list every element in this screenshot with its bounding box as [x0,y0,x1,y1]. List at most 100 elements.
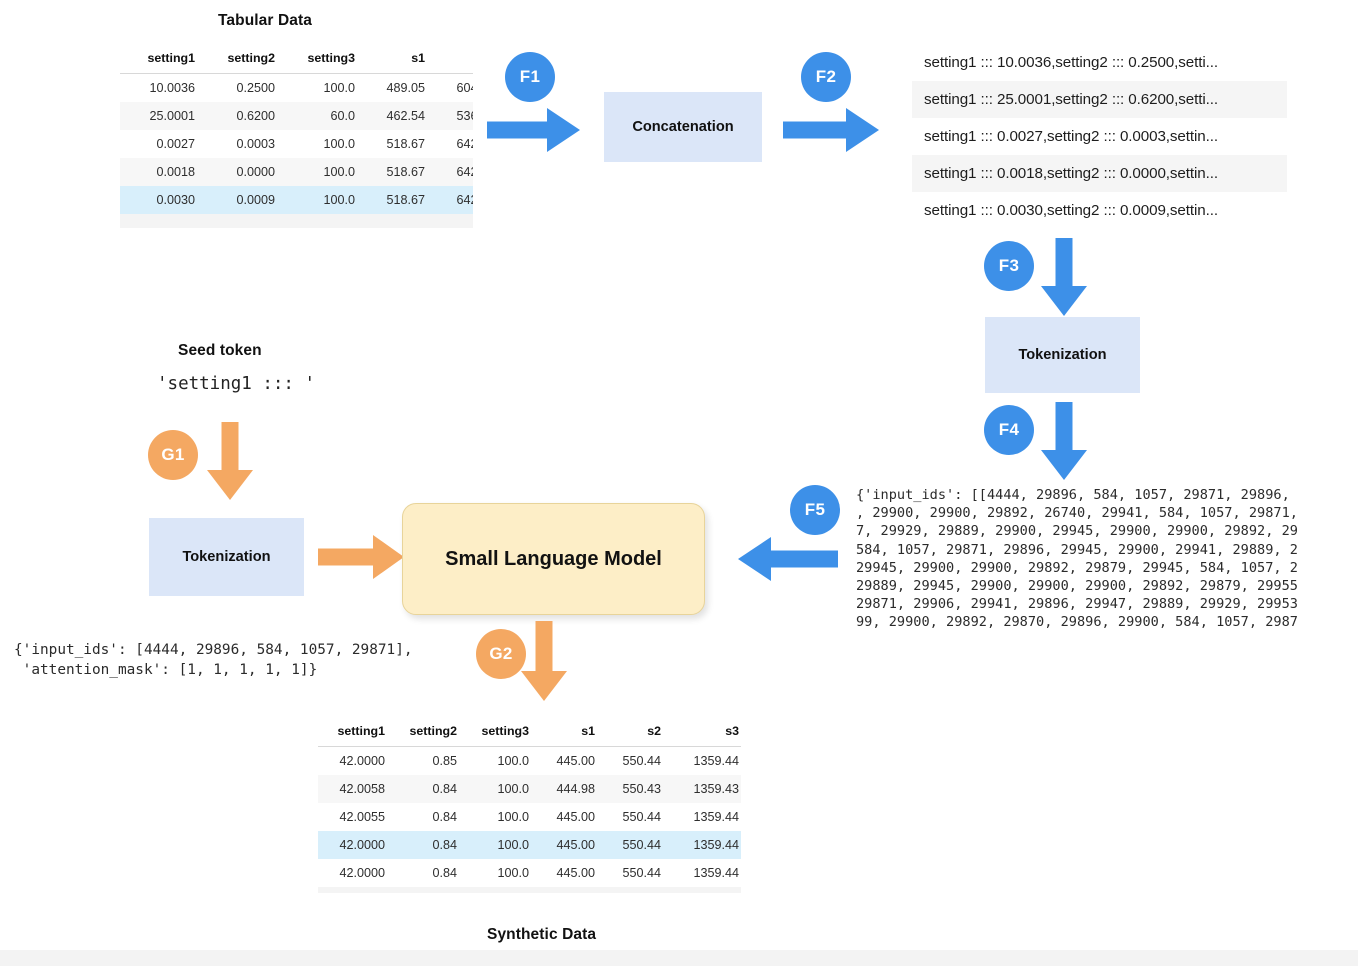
table-cell: 445.00 [556,810,595,824]
table-cell: 0.0027 [156,137,195,151]
table-cell: 42.0055 [339,810,385,824]
arrow-strings-to-tokenization [1041,238,1087,316]
table-cell: 100.0 [323,137,355,151]
tokenization-left-label: Tokenization [182,549,271,565]
table-cell: ... [538,887,604,893]
concatenated-string-row: setting1 ::: 25.0001,setting2 ::: 0.6200… [912,81,1287,118]
column-header-s3: s3 [670,718,741,747]
table-row-ellipsis: .................. [120,214,473,228]
badge-g2-label: G2 [489,644,513,663]
concatenation-box: Concatenation [604,92,762,162]
table-cell: 0.6200 [204,102,284,130]
table-cell: 445.00 [556,866,595,880]
table-row: 42.00000.84100.0445.00550.441359.441128.… [318,859,741,887]
table-cell: 642.12 [434,186,473,214]
table-cell: ... [120,214,204,228]
column-header-s1: s1 [538,718,604,747]
table-cell: 550.44 [604,831,670,859]
table-cell: 1359.44 [693,866,739,880]
table-cell: 100.0 [497,754,529,768]
badge-g2: G2 [476,629,526,679]
table-cell: 42.0058 [318,775,394,803]
badge-f4: F4 [984,405,1034,455]
table-cell: 42.0000 [339,754,385,768]
badge-f3: F3 [984,241,1034,291]
table-cell: ... [434,214,473,228]
table-cell: 100.0 [497,810,529,824]
table-cell: 1359.44 [693,810,739,824]
synthetic-data-caption: Synthetic Data [487,926,597,943]
table-cell: 462.54 [364,102,434,130]
table-cell: 0.84 [394,831,466,859]
tabular-data-caption: Tabular Data [218,12,312,29]
tokenization-box-left: Tokenization [149,518,304,596]
badge-f5-label: F5 [804,500,826,519]
table-cell: 0.0030 [120,186,204,214]
column-header-setting2: setting2 [394,718,466,747]
concatenation-label: Concatenation [632,119,734,135]
column-header-s2: s2 [604,718,670,747]
table-cell: 0.85 [432,754,457,768]
table-cell: 42.0000 [318,831,394,859]
badge-f1-label: F1 [519,67,541,86]
table-cell: 0.0009 [204,186,284,214]
table-cell: ... [466,887,538,893]
concatenated-string-row: setting1 ::: 10.0036,setting2 ::: 0.2500… [924,54,1218,71]
table-cell: 0.84 [432,810,457,824]
table-cell: ... [364,214,434,228]
column-header-setting3: setting3 [284,45,364,74]
table-cell: ... [604,887,670,893]
arrow-seed-to-tokenization [207,422,253,500]
arrow-tokenization-to-model [318,535,404,579]
table-cell: 10.0036 [149,81,195,95]
table-cell: 1359.44 [693,754,739,768]
table-cell: 518.67 [386,137,425,151]
tokenization-right-label: Tokenization [1018,347,1107,363]
table-row-ellipsis: ........................ [318,887,741,893]
table-cell: 0.84 [432,866,457,880]
table-cell: 518.67 [364,158,434,186]
table-cell: 0.84 [394,775,466,803]
table-cell: 604.77 [456,81,473,95]
arrow-model-to-synthetic [521,621,567,701]
column-header-s1: s1 [364,45,434,74]
table-cell: 100.0 [466,775,538,803]
synthetic-data-table: setting1setting2setting3s1s2s3s4s542.000… [318,718,741,893]
concatenated-strings-list: setting1 ::: 10.0036,setting2 ::: 0.2500… [912,44,1287,229]
table-cell: 550.44 [622,754,661,768]
seed-token-value: 'setting1 ::: ' [157,374,316,394]
table-cell: 42.0000 [339,866,385,880]
table-cell: 0.0003 [236,137,275,151]
table-row: 42.00000.85100.0445.00550.441359.441128.… [318,747,741,776]
tabular-data-table: setting1setting2setting3s1s2s3s410.00360… [120,45,473,228]
arrow-tokenization-to-ids [1041,402,1087,480]
table-cell: ... [204,214,284,228]
table-cell: ... [394,887,466,893]
arrow-ids-to-model [738,537,838,581]
concatenated-string-row: setting1 ::: 0.0018,setting2 ::: 0.0000,… [912,155,1287,192]
seed-token-caption: Seed token [178,342,262,359]
column-header-s2: s2 [434,45,473,74]
column-header-setting2: setting2 [204,45,284,74]
badge-f4-label: F4 [998,420,1020,439]
tokenized-batch-code: {'input_ids': [[4444, 29896, 584, 1057, … [856,487,1298,631]
column-header-setting3: setting3 [466,718,538,747]
table-row: 42.00580.84100.0444.98550.431359.431128.… [318,775,741,803]
table-cell: 444.98 [538,775,604,803]
concatenated-string-row: setting1 ::: 0.0030,setting2 ::: 0.0009,… [924,202,1218,219]
table-cell: 0.0018 [120,158,204,186]
table-cell: 489.05 [386,81,425,95]
badge-f1: F1 [505,52,555,102]
bottom-band [0,950,1358,966]
table-cell: 100.0 [497,866,529,880]
table-cell: 60.0 [284,102,364,130]
seed-tokenized-code: {'input_ids': [4444, 29896, 584, 1057, 2… [14,642,413,678]
arrow-concatenation-to-strings [783,108,879,152]
table-cell: 536.88 [434,102,473,130]
column-header-setting1: setting1 [120,45,204,74]
